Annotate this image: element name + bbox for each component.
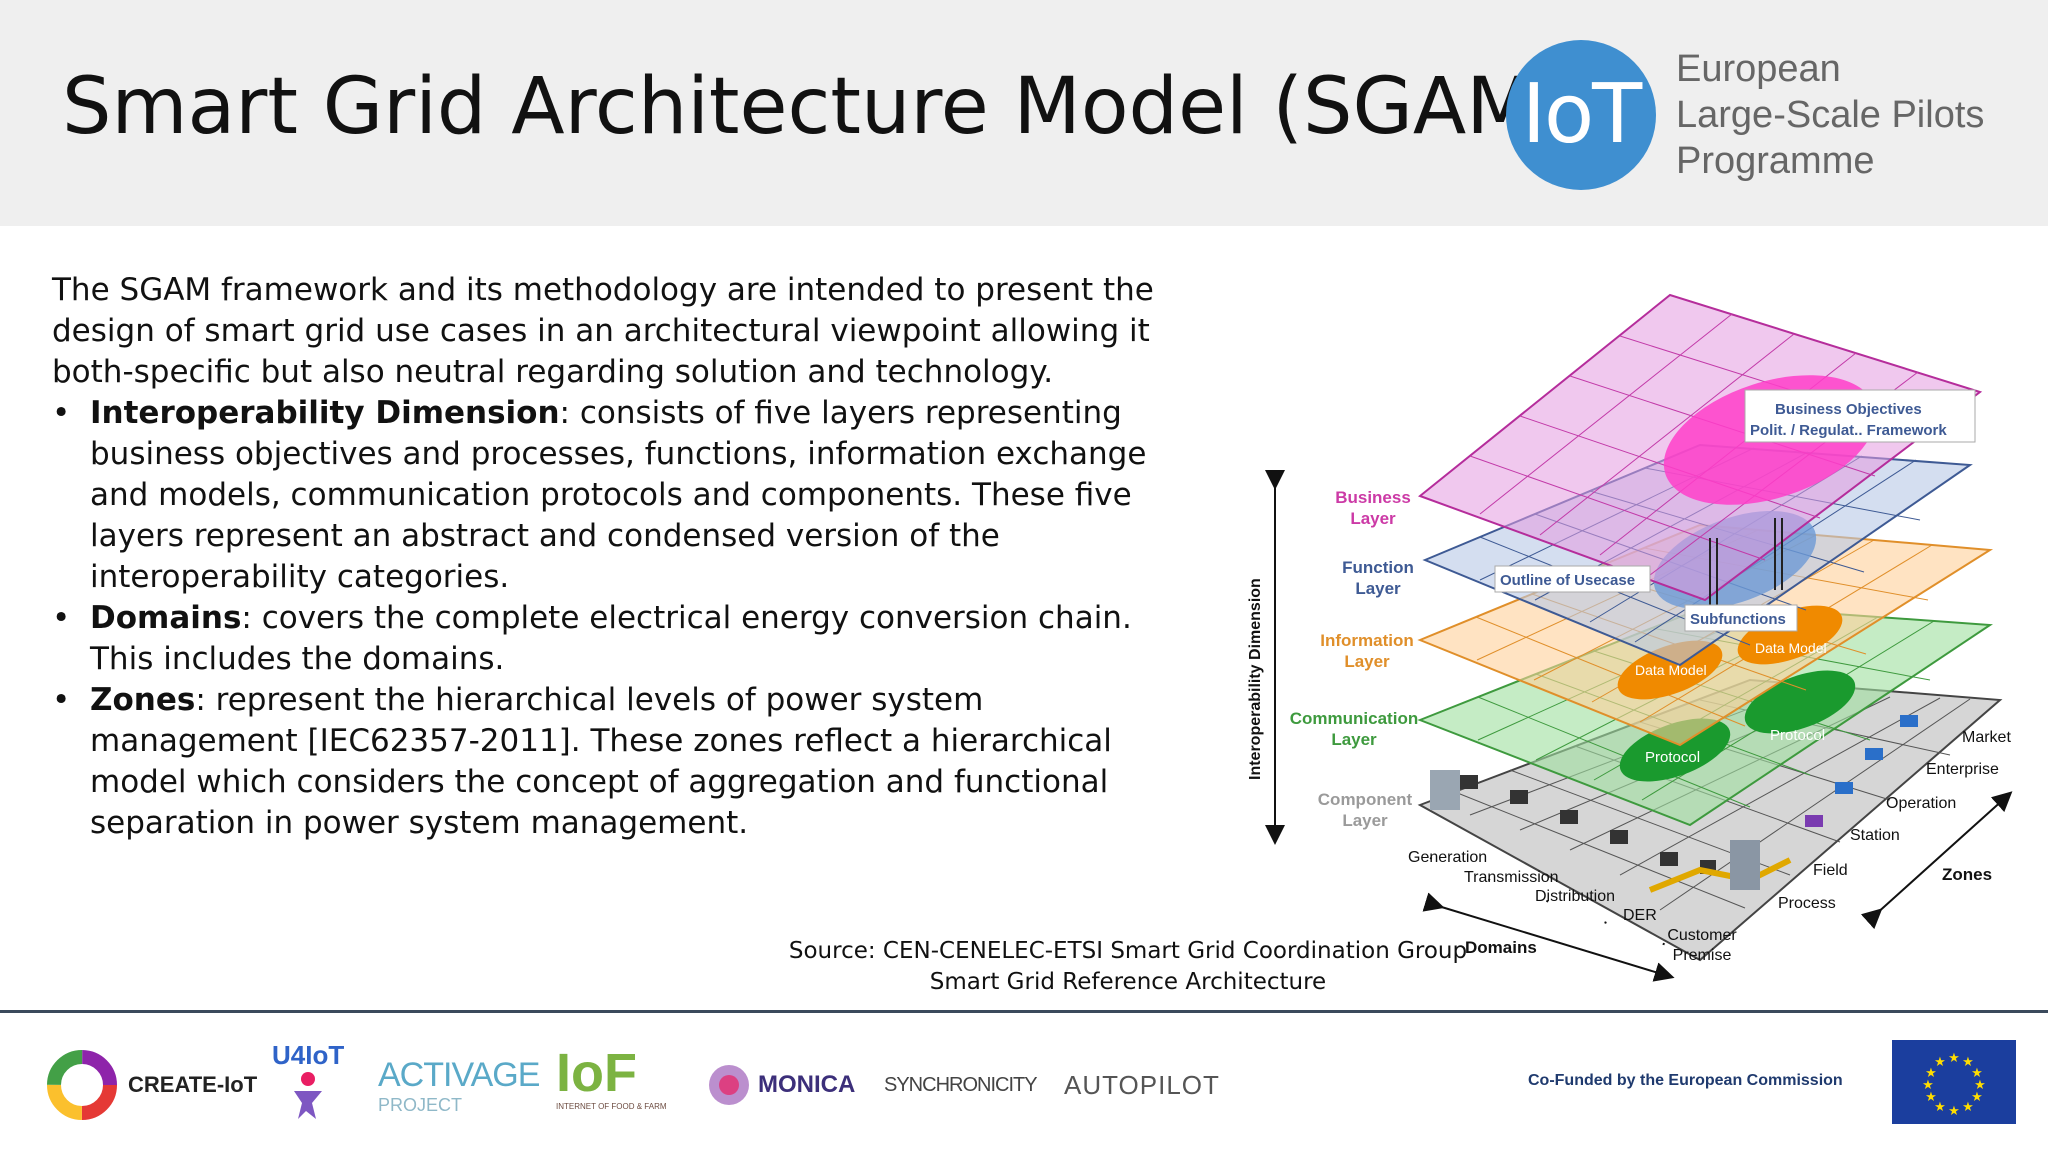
bullet-term: Interoperability Dimension [90, 395, 560, 431]
svg-text:★: ★ [1925, 1090, 1937, 1105]
autopilot-name: AUTOPILOT [1064, 1069, 1220, 1100]
monica-name: MONICA [758, 1071, 856, 1098]
intro-paragraph: The SGAM framework and its methodology a… [52, 272, 1154, 390]
domain-der: DER [1623, 907, 1657, 924]
layer-connectors [1709, 518, 1783, 610]
logo-line-3: Programme [1676, 140, 1875, 182]
bullet-text: : consists of five layers representing b… [90, 395, 1147, 595]
create-iot-name: CREATE-IoT [128, 1072, 258, 1097]
source-line-1: Source: CEN-CENELEC-ETSI Smart Grid Coor… [788, 938, 1468, 964]
create-iot-logo: CREATE-IoT [44, 1050, 257, 1120]
eu-funding-text: Co-Funded by the European Commission [1528, 1072, 1843, 1089]
zone-station: Station [1850, 827, 1900, 844]
u4iot-name: U4IoT [272, 1040, 345, 1070]
bullet-text: : covers the complete electrical energy … [90, 600, 1132, 677]
bullet-term: Domains [90, 600, 242, 636]
source-line-2: Smart Grid Reference Architecture [929, 969, 1327, 995]
subfunctions-box [1684, 604, 1798, 632]
synchronicity-logo: SYNCHRONICITY [884, 1050, 1038, 1120]
bullet-list: Interoperability Dimension: consists of … [52, 393, 1192, 844]
zones-arrow [1860, 791, 2013, 930]
svg-text:★: ★ [1971, 1066, 1983, 1081]
monica-burst-icon [709, 1065, 749, 1105]
business-objectives-box [1744, 389, 1976, 443]
svg-text:★: ★ [1948, 1051, 1960, 1066]
iof-logo: IoF INTERNET OF FOOD & FARM [556, 1044, 667, 1124]
zone-process: Process [1778, 895, 1836, 912]
framework-label: Polit. / Regulat.. Framework [1750, 422, 1947, 439]
protocol-ellipse-1 [1619, 718, 1731, 782]
outline-usecase-box [1494, 565, 1651, 593]
footer-bar [0, 1013, 2048, 1152]
bullet-zones: Zones: represent the hierarchical levels… [52, 680, 1192, 844]
iof-name: IoF [556, 1043, 637, 1103]
data-model-label-1: Data Model [1635, 662, 1707, 678]
interoperability-axis-label: Interoperability Dimension [1247, 578, 1264, 780]
domains-title: Domains [1465, 938, 1537, 957]
autopilot-logo: AUTOPILOT [1064, 1050, 1220, 1120]
body-text: The SGAM framework and its methodology a… [52, 270, 1192, 844]
svg-text:★: ★ [1974, 1078, 1986, 1093]
domain-generation: Generation [1408, 849, 1487, 866]
u4iot-logo: U4IoT [272, 1040, 344, 1130]
svg-text:★: ★ [1925, 1066, 1937, 1081]
bullet-term: Zones [90, 682, 196, 718]
svg-text:★: ★ [1962, 1055, 1974, 1070]
component-devices [1430, 715, 1918, 893]
domain-transmission: Transmission [1464, 869, 1559, 886]
domain-distribution: Distribution [1535, 888, 1615, 905]
source-citation: Source: CEN-CENELEC-ETSI Smart Grid Coor… [760, 936, 1496, 998]
zones-title: Zones [1942, 865, 1992, 884]
synchronicity-name: SYNCHRONICITY [884, 1073, 1038, 1096]
zone-enterprise: Enterprise [1926, 761, 1999, 778]
header-bar [0, 0, 2048, 226]
activage-name: ACTIVAGE [378, 1056, 540, 1094]
svg-text:★: ★ [1948, 1104, 1960, 1119]
svg-text:★: ★ [1934, 1100, 1946, 1115]
domains-arrow [1422, 892, 1675, 982]
iof-subtitle: INTERNET OF FOOD & FARM [556, 1102, 667, 1111]
sgam-diagram: Interoperability Dimension Protocol Prot… [1247, 293, 2013, 982]
iot-programme-name: European Large-Scale Pilots Programme [1676, 46, 1984, 184]
bullet-interoperability: Interoperability Dimension: consists of … [52, 393, 1192, 598]
zone-market: Market [1962, 729, 2011, 746]
activage-logo: ACTIVAGE PROJECT [378, 1056, 540, 1126]
svg-text:★: ★ [1934, 1055, 1946, 1070]
protocol-label-1: Protocol [1645, 749, 1700, 766]
outline-usecase-label: Outline of Usecase [1500, 572, 1635, 589]
footer-divider [0, 1010, 2048, 1013]
bullet-text: : represent the hierarchical levels of p… [90, 682, 1112, 841]
eu-stars: ★★★ ★★★ ★★★ ★★★ [1922, 1051, 1986, 1119]
data-model-ellipse-2 [1737, 605, 1843, 665]
data-model-ellipse-1 [1617, 640, 1723, 700]
activage-project: PROJECT [378, 1095, 463, 1115]
svg-text:★: ★ [1962, 1100, 1974, 1115]
data-model-label-2: Data Model [1755, 640, 1827, 656]
protocol-label-2: Protocol [1770, 727, 1825, 744]
slide-title: Smart Grid Architecture Model (SGAM) [62, 62, 1564, 152]
u4iot-figure-icon [294, 1072, 323, 1119]
logo-line-2: Large-Scale Pilots [1676, 94, 1985, 136]
iot-logo-icon: IoT [1506, 40, 1656, 190]
eu-flag-icon: ★★★ ★★★ ★★★ ★★★ [1892, 1040, 2016, 1124]
subfunctions-label: Subfunctions [1690, 611, 1786, 628]
bullet-domains: Domains: covers the complete electrical … [52, 598, 1192, 680]
svg-text:★: ★ [1922, 1078, 1934, 1093]
svg-text:★: ★ [1971, 1090, 1983, 1105]
create-iot-ring-icon [47, 1050, 117, 1120]
monica-logo: MONICA [704, 1050, 855, 1120]
logo-line-1: European [1676, 48, 1841, 90]
zone-operation: Operation [1886, 795, 1956, 812]
zone-field: Field [1813, 862, 1848, 879]
business-objectives-label: Business Objectives [1775, 401, 1922, 418]
